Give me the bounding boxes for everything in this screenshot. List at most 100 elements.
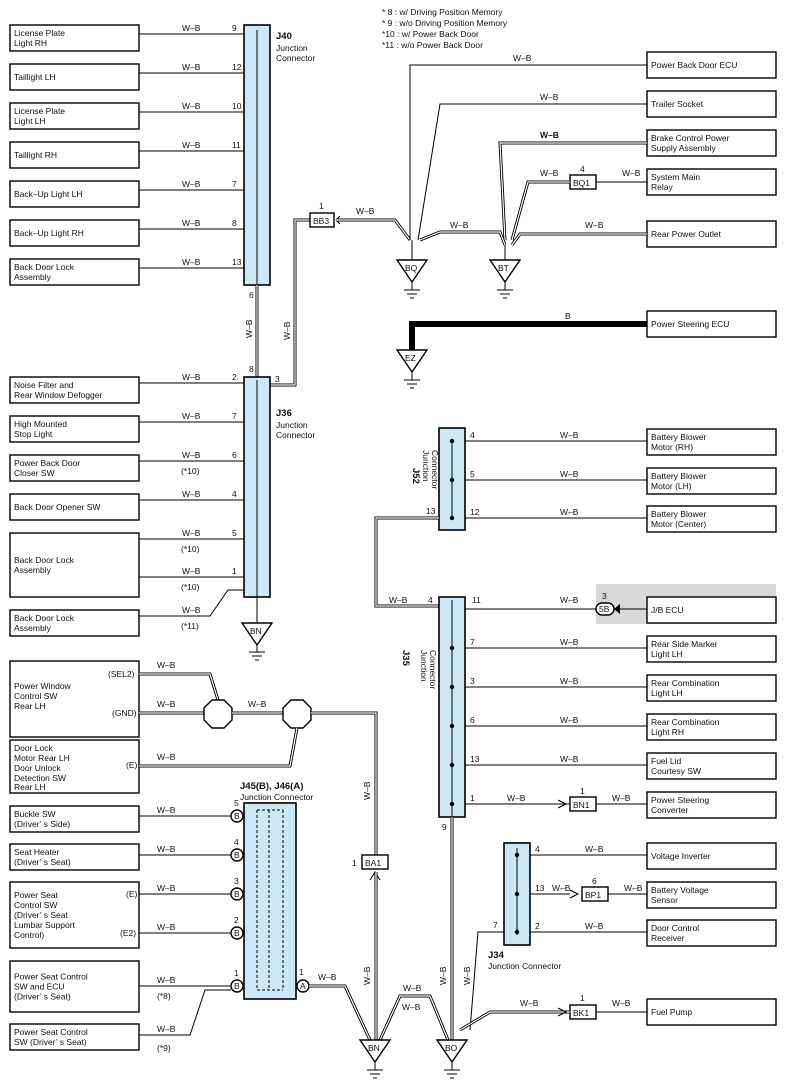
j35-component-label-line: Light LH <box>651 688 683 698</box>
j52-id: J52 <box>410 468 421 484</box>
j40-component-label-line: Back–Up Light LH <box>14 189 83 199</box>
j34-component-label-line: Battery Voltage <box>651 885 709 895</box>
svg-text:Power Back Door ECU: Power Back Door ECU <box>651 60 737 70</box>
svg-text:Power Window: Power Window <box>14 681 72 691</box>
j36-component-label-line: Power Back Door <box>14 458 80 468</box>
pin-label: 7 <box>232 179 237 189</box>
j36-component-label-line: Assembly <box>14 623 52 633</box>
wire-label: W–B <box>182 411 201 421</box>
j35-id: J35 <box>400 650 411 667</box>
term-label: (E) <box>126 889 138 899</box>
j40-component-box <box>9 24 140 52</box>
ground-br: BN <box>240 622 274 661</box>
j35-component-box <box>646 635 777 663</box>
svg-text:Brake Control Power: Brake Control Power <box>651 133 730 143</box>
j45-name: Junction Connector <box>240 792 313 802</box>
j35-component-label-line: Rear Combination <box>651 678 720 688</box>
svg-text:W–B: W–B <box>450 220 469 230</box>
svg-text:W–B: W–B <box>362 781 372 800</box>
j36-component-label-line: Back Door Lock <box>14 555 75 565</box>
svg-text:BO: BO <box>445 1043 458 1053</box>
svg-text:Power Steering ECU: Power Steering ECU <box>651 319 729 329</box>
j35-component-label-line: Rear Combination <box>651 717 720 727</box>
j34-component-box <box>646 881 777 909</box>
svg-text:W–B: W–B <box>318 972 337 982</box>
pin-label: 13 <box>535 883 545 893</box>
door-lock-motor-rear-lh <box>9 739 140 794</box>
j36-component-box <box>9 376 140 404</box>
note-8: * 8 : w/ Driving Position Memory <box>382 7 503 17</box>
j40-component-box <box>9 219 140 247</box>
j40-component-label-line: Light LH <box>14 116 46 126</box>
top-right-group: Power Back Door ECU Trailer Socket Brake… <box>395 51 777 389</box>
pin-label: 12 <box>470 507 480 517</box>
note-label: (*10) <box>181 582 200 592</box>
wire-label: W–B <box>182 372 201 382</box>
svg-text:Supply Assembly: Supply Assembly <box>651 143 716 153</box>
j45-component-box <box>9 881 140 949</box>
svg-text:5B: 5B <box>599 604 610 614</box>
j45-group: J45(B), J46(A) Junction Connector Buckle… <box>9 781 372 1053</box>
svg-text:4: 4 <box>580 164 585 174</box>
j40-component-box <box>9 63 140 91</box>
note-11: *11 : w/o Power Back Door <box>382 40 483 50</box>
fuel-pump <box>646 998 777 1026</box>
wire-label: W–B <box>157 1024 176 1034</box>
wire-label: W–B <box>182 140 201 150</box>
j45-component-label-line: Power Seat Control <box>14 1027 88 1037</box>
j52-component-label-line: Battery Blower <box>651 509 706 519</box>
rear-power-outlet <box>646 220 777 248</box>
bn1-pin: 1 <box>580 786 585 796</box>
j45-component-label-line: Seat Heater <box>14 847 60 857</box>
j45-id: J45(B), J46(A) <box>240 781 303 792</box>
j40-component-label-line: Assembly <box>14 272 52 282</box>
wire-label: W–B <box>560 469 579 479</box>
j35-component-box <box>646 713 777 741</box>
note-label: (*8) <box>157 991 171 1001</box>
svg-text:BQ1: BQ1 <box>573 178 590 188</box>
j45-component-label-line: Lumbar Support <box>14 920 76 930</box>
j35-component-box <box>646 752 777 780</box>
j52-component-label-line: Motor (LH) <box>651 481 692 491</box>
wire-label: W–B <box>560 507 579 517</box>
svg-text:A: A <box>300 981 306 991</box>
wire-label: W–B <box>612 793 631 803</box>
ground-ez: EZ <box>395 349 429 389</box>
j36-component-box <box>9 609 140 637</box>
j34-component-label-line: Sensor <box>651 895 678 905</box>
j45-component-box <box>9 805 140 833</box>
svg-text:Door Unlock: Door Unlock <box>14 763 62 773</box>
j45-component-label-line: (Driver’ s Seat) <box>14 857 71 867</box>
svg-text:1: 1 <box>299 967 304 977</box>
j52-component-label-line: Battery Blower <box>651 432 706 442</box>
wire-label-v1: W–B <box>244 319 254 338</box>
j40-component-label-line: License Plate <box>14 106 65 116</box>
svg-text:(SEL2): (SEL2) <box>108 669 135 679</box>
svg-text:BN: BN <box>368 1043 380 1053</box>
j45-component-box <box>9 1023 140 1051</box>
wire-label: W–B <box>182 257 201 267</box>
svg-text:Connector: Connector <box>430 450 440 489</box>
wire-label: W–B <box>585 921 604 931</box>
svg-text:W–B: W–B <box>540 92 559 102</box>
svg-text:J/B ECU: J/B ECU <box>651 605 684 615</box>
j45-pin-letter: B <box>234 811 240 821</box>
j35-group: J35 Junction Connector Rear Side MarkerL… <box>400 596 777 832</box>
j34-id: J34 <box>488 950 505 961</box>
svg-text:W–B: W–B <box>540 168 559 178</box>
wire-label: W–B <box>182 566 201 576</box>
svg-text:W–B: W–B <box>622 168 641 178</box>
wire-label-v2: W–B <box>282 321 292 340</box>
svg-text:W–B: W–B <box>560 595 579 605</box>
pin-label: 8 <box>232 218 237 228</box>
svg-text:W–B: W–B <box>540 130 559 140</box>
note-label: (*11) <box>181 621 199 631</box>
j45-pin-letter: B <box>234 928 240 938</box>
j36-component-label-line: Closer SW <box>14 468 55 478</box>
wire-label: W–B <box>552 883 571 893</box>
svg-text:13: 13 <box>426 506 436 516</box>
j40-component-label-line: Back–Up Light RH <box>14 228 84 238</box>
wire-label: W–B <box>560 637 579 647</box>
svg-text:W–B: W–B <box>612 998 631 1008</box>
j34-component-label-line: Door Control <box>651 923 699 933</box>
